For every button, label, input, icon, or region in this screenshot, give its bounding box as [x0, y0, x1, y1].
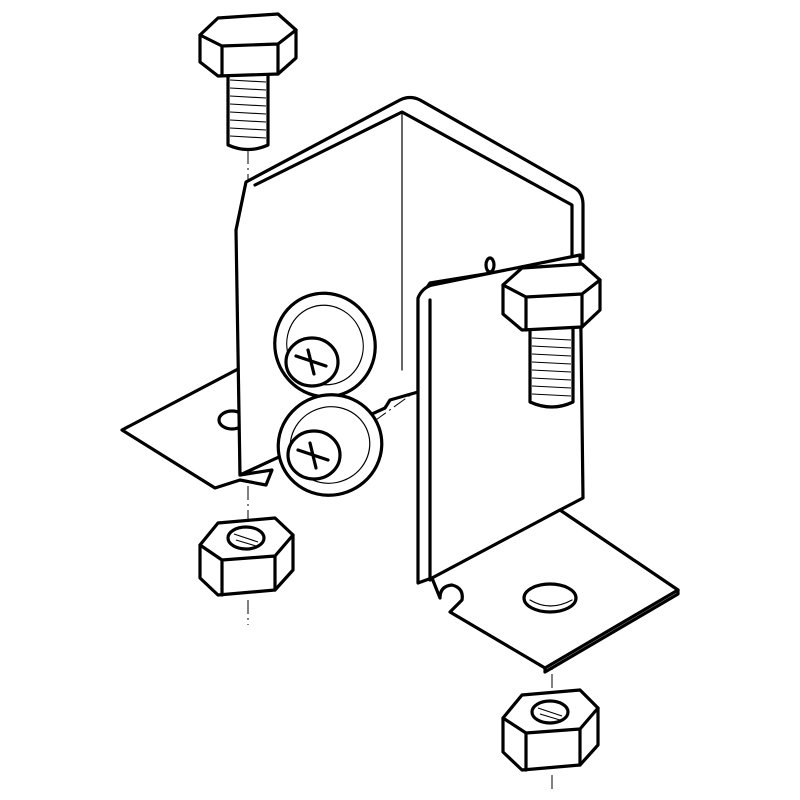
- hex-bolt-right: [501, 262, 602, 409]
- phillips-cross-icon: [296, 441, 330, 470]
- right-foot-flange: [430, 508, 680, 670]
- phillips-screw-upper: [273, 291, 377, 399]
- hex-nut-left: [198, 516, 295, 597]
- u-bracket: [120, 95, 680, 674]
- phillips-screw-lower: [276, 393, 384, 497]
- right-foot-hole: [522, 582, 578, 614]
- hex-nut-right: [501, 688, 600, 772]
- hex-bolt-top-left: [198, 12, 298, 152]
- back-wall-rim: [253, 110, 574, 262]
- phillips-cross-icon: [294, 348, 328, 376]
